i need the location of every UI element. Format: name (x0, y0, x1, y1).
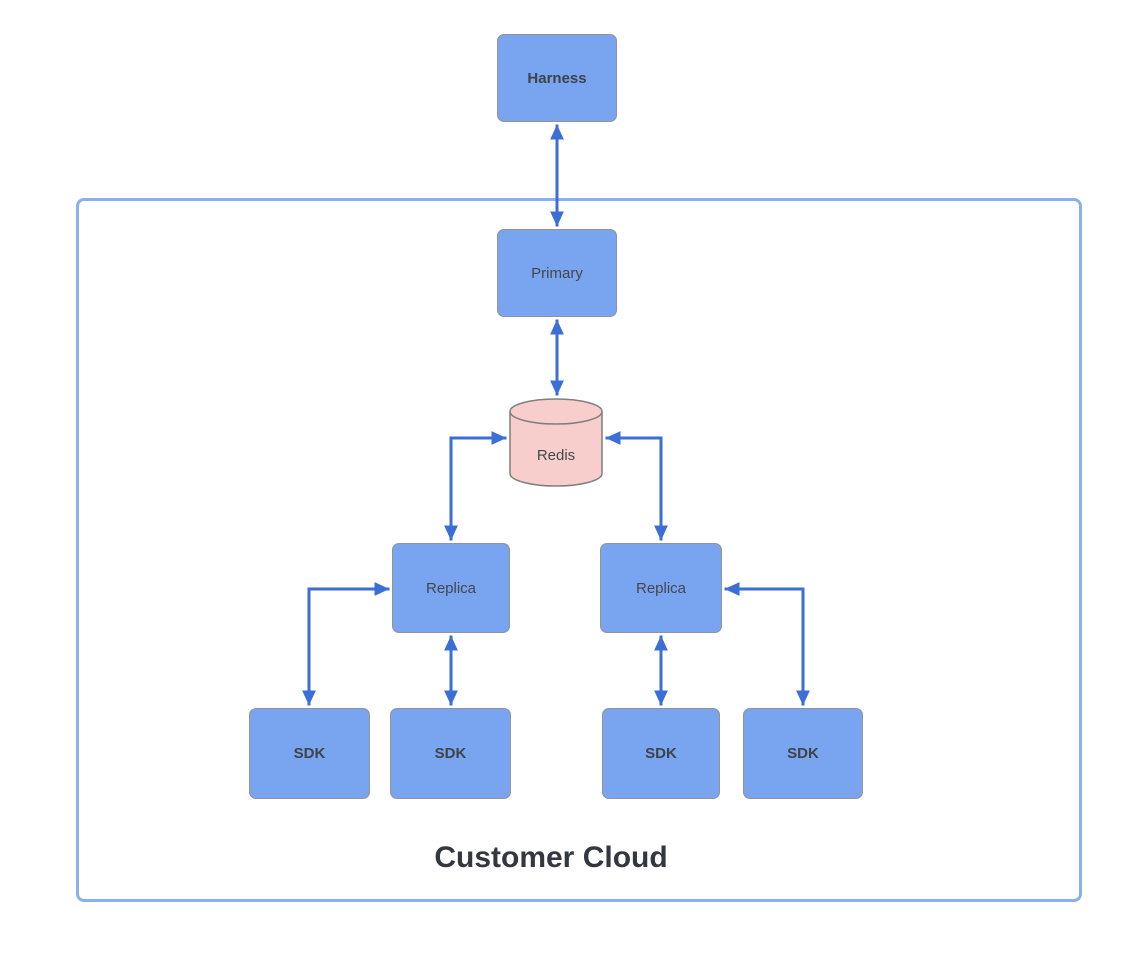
redis-cylinder-shape (509, 398, 603, 487)
customer-cloud-title: Customer Cloud (434, 841, 668, 874)
node-sdk-outer-right: SDK (743, 708, 863, 799)
node-primary: Primary (497, 229, 617, 317)
node-sdk-inner-left-label: SDK (434, 745, 467, 762)
node-sdk-outer-left-label: SDK (293, 745, 326, 762)
node-redis-label: Redis (536, 447, 576, 464)
node-harness: Harness (497, 34, 617, 122)
node-replica-left-label: Replica (425, 579, 477, 597)
node-replica-left: Replica (392, 543, 510, 633)
node-replica-right: Replica (600, 543, 722, 633)
node-redis: Redis (509, 398, 603, 487)
node-primary-label: Primary (531, 264, 583, 282)
node-replica-right-label: Replica (635, 579, 687, 597)
node-sdk-inner-right-label: SDK (645, 745, 677, 762)
node-sdk-outer-right-label: SDK (787, 745, 819, 762)
node-harness-label: Harness (527, 69, 587, 87)
node-sdk-inner-left: SDK (390, 708, 511, 799)
node-sdk-outer-left: SDK (249, 708, 370, 799)
customer-cloud-container (76, 198, 1082, 902)
node-sdk-inner-right: SDK (602, 708, 720, 799)
